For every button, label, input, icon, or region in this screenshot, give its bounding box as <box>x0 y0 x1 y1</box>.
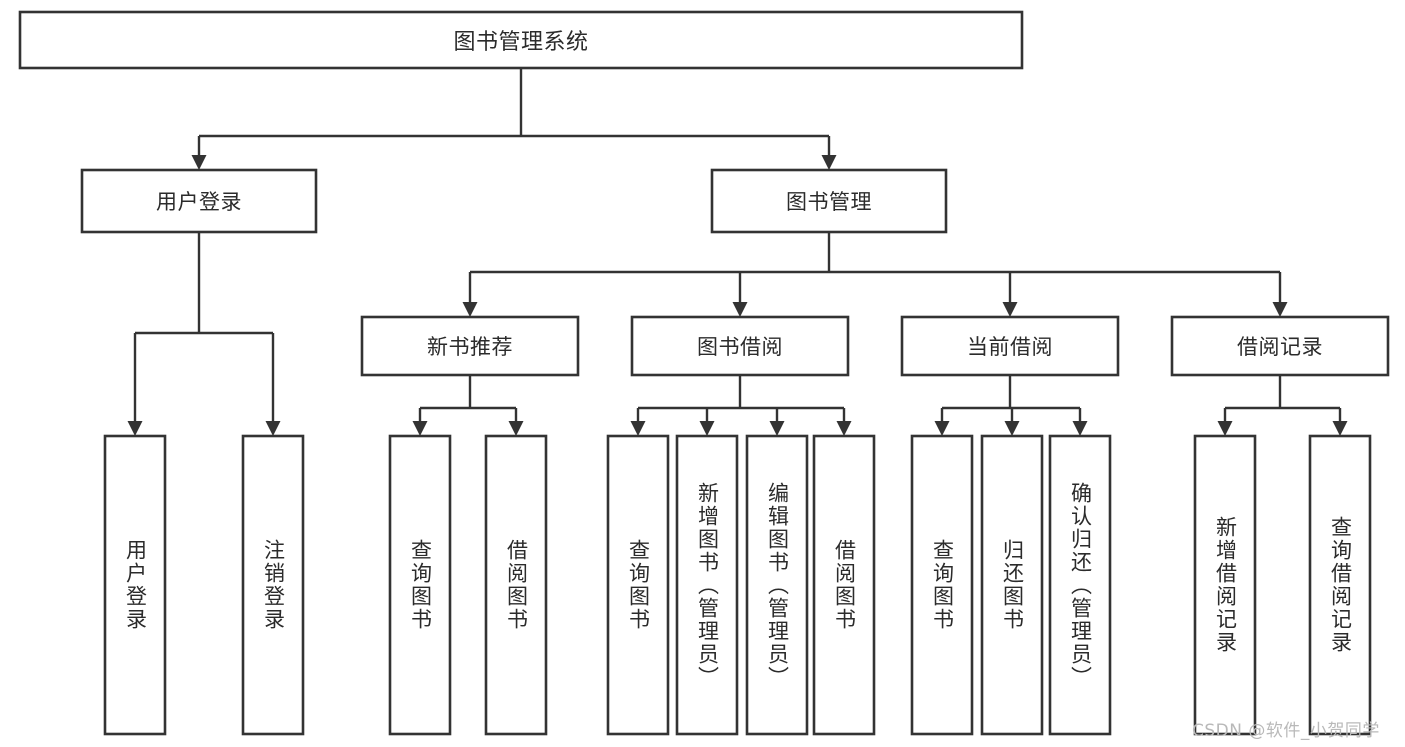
node-box-layer <box>18 10 1390 736</box>
arrow-head <box>821 155 837 170</box>
level2-node-box[interactable] <box>360 315 580 377</box>
arrow-head <box>1072 421 1088 436</box>
arrow-head <box>508 421 524 436</box>
level2-node-box[interactable] <box>900 315 1120 377</box>
leaf-node-box[interactable] <box>103 434 167 736</box>
arrow-head <box>732 302 748 317</box>
leaf-node-box[interactable] <box>484 434 548 736</box>
arrow-head <box>1004 421 1020 436</box>
leaf-node-box[interactable] <box>1193 434 1257 736</box>
arrow-head <box>127 421 143 436</box>
arrow-head <box>699 421 715 436</box>
arrow-head <box>836 421 852 436</box>
leaf-node-box[interactable] <box>910 434 974 736</box>
leaf-node-box[interactable] <box>241 434 305 736</box>
leaf-node-box[interactable] <box>675 434 739 736</box>
arrow-head <box>934 421 950 436</box>
csdn-watermark: CSDN @软件_小贺同学 <box>1192 721 1380 741</box>
level1-node-box[interactable] <box>80 168 318 234</box>
arrow-head <box>769 421 785 436</box>
leaf-node-box[interactable] <box>1048 434 1112 736</box>
arrow-head <box>412 421 428 436</box>
root-node-box[interactable] <box>18 10 1024 70</box>
arrow-head <box>265 421 281 436</box>
arrow-head <box>1272 302 1288 317</box>
arrow-head <box>191 155 207 170</box>
leaf-node-box[interactable] <box>1308 434 1372 736</box>
level2-node-box[interactable] <box>630 315 850 377</box>
arrow-head <box>462 302 478 317</box>
leaf-node-box[interactable] <box>745 434 809 736</box>
level2-node-box[interactable] <box>1170 315 1390 377</box>
arrow-head <box>1217 421 1233 436</box>
level1-node-box[interactable] <box>710 168 948 234</box>
arrow-head <box>1002 302 1018 317</box>
arrow-head <box>1332 421 1348 436</box>
arrow-head <box>630 421 646 436</box>
leaf-node-box[interactable] <box>388 434 452 736</box>
leaf-node-box[interactable] <box>812 434 876 736</box>
leaf-node-box[interactable] <box>980 434 1044 736</box>
connector-layer <box>127 68 1348 436</box>
leaf-node-box[interactable] <box>606 434 670 736</box>
